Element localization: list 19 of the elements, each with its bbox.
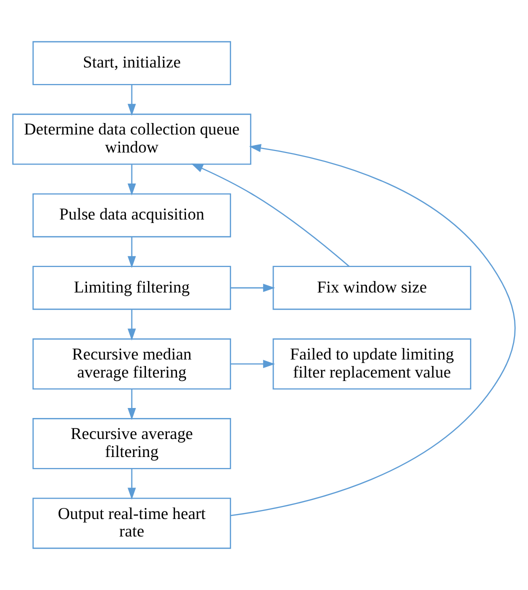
arrow [230,284,276,292]
node-box: Start, initialize [32,41,232,86]
arrow [128,164,136,196]
arrow [128,236,136,268]
arrow [128,84,136,116]
node-box: Determine data collection queue window [12,114,252,165]
arrow [128,389,136,420]
arrow [230,144,516,516]
arrow [230,360,276,368]
node-box: Fix window size [272,266,472,310]
arrow [128,468,136,500]
node-box: Pulse data acquisition [32,193,232,238]
node-box: Failed to update limiting filter replacement value [272,338,472,390]
node-box: Recursive average filtering [32,418,232,470]
node-box: Limiting filtering [32,266,232,310]
node-box: Recursive median average filtering [32,338,232,390]
arrow [191,164,350,267]
node-box: Output real-time heart rate [32,498,232,549]
arrow [128,310,136,340]
